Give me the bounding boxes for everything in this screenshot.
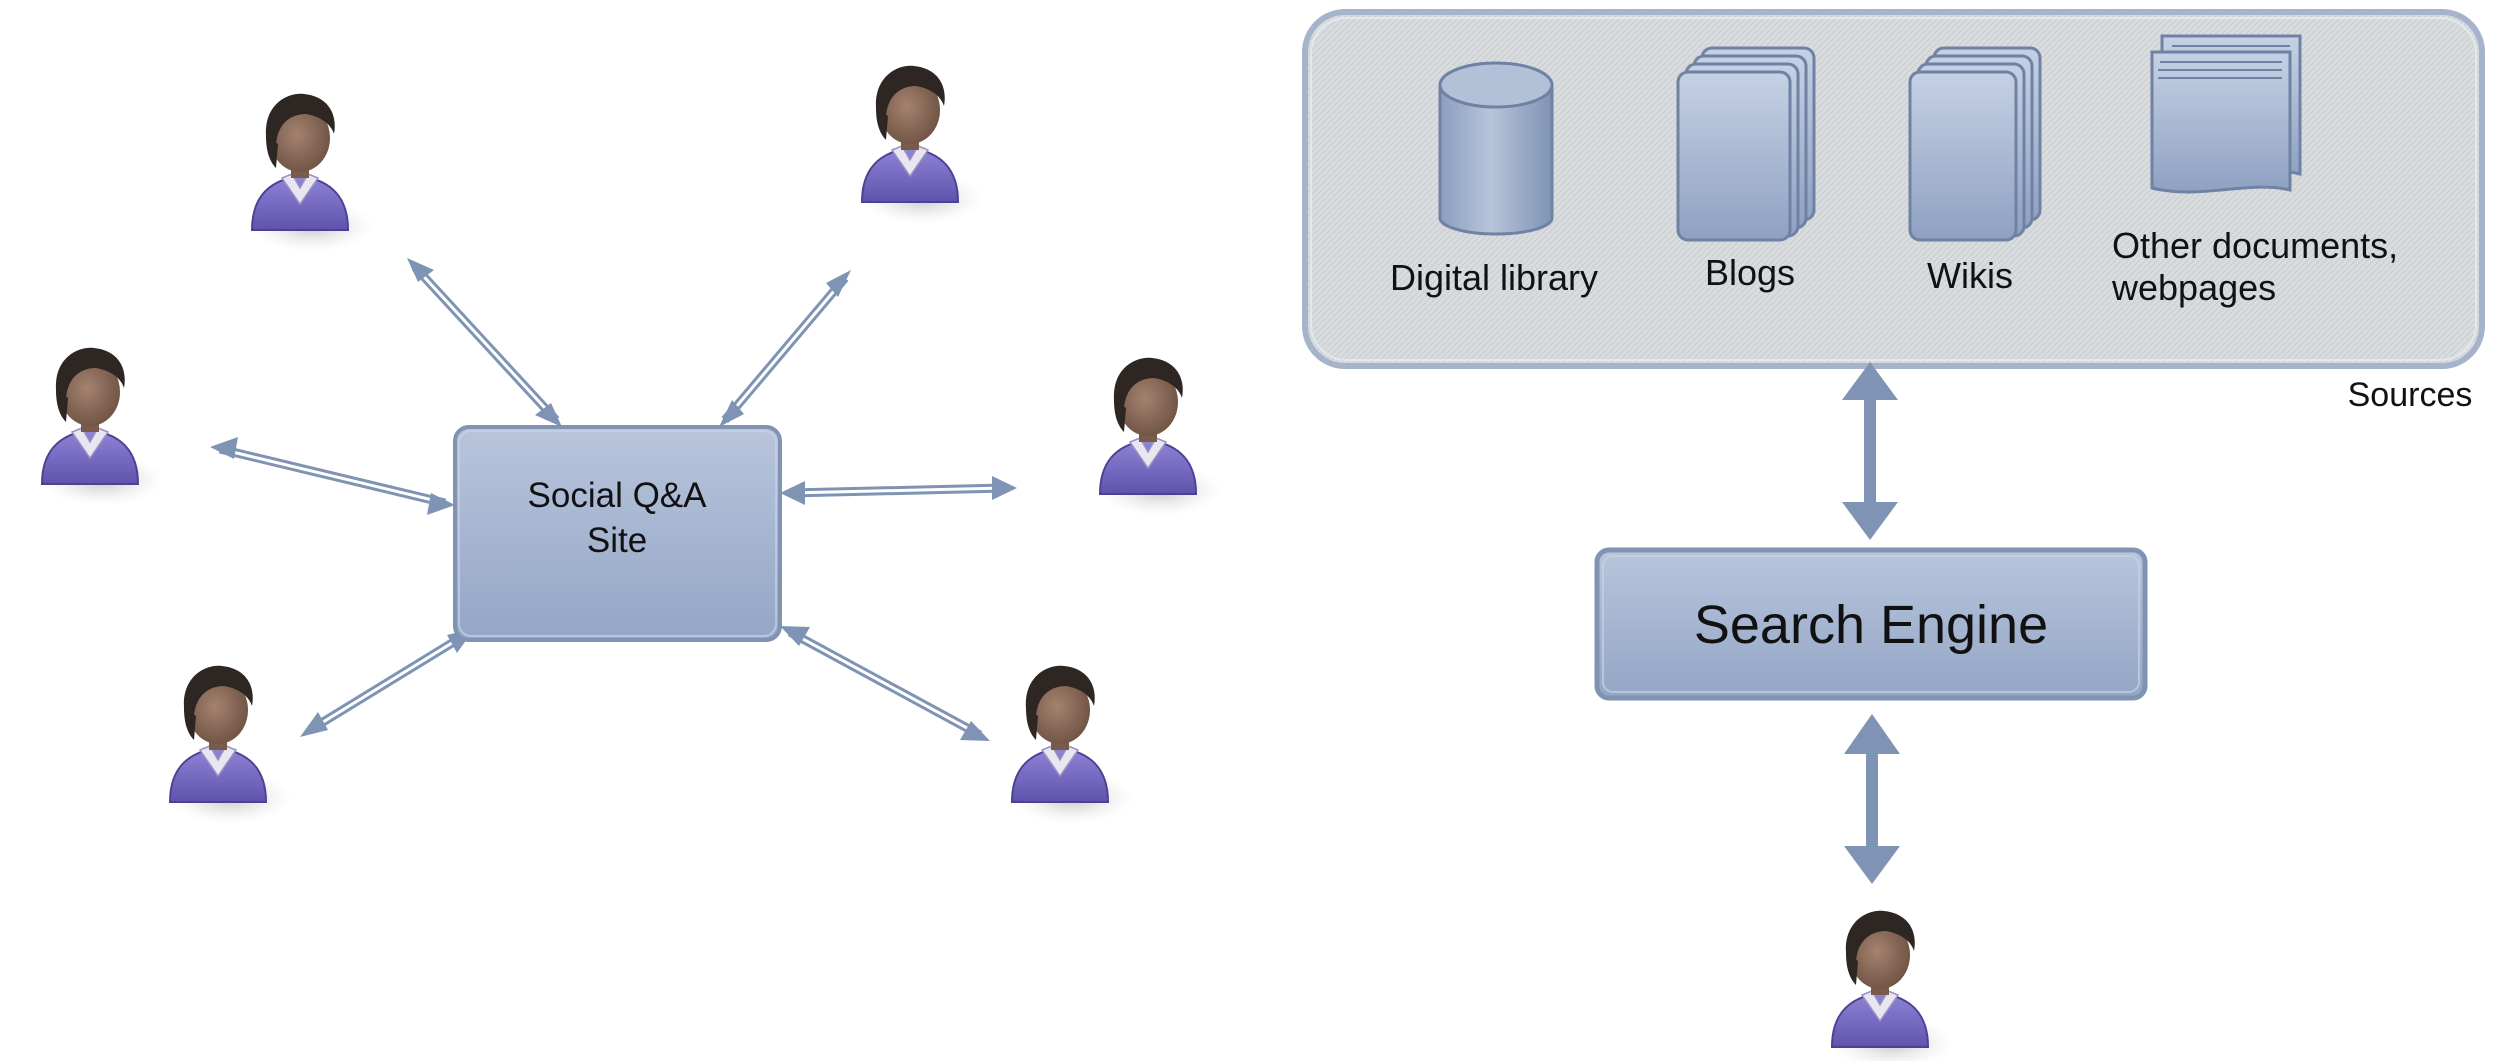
person-icon (167, 664, 293, 825)
arrow-top-right (719, 270, 851, 427)
person-icon (1009, 664, 1135, 825)
arrow-top-left (407, 258, 562, 427)
source-label-digital-library: Digital library (1390, 257, 1598, 298)
arrow-engine-user (1844, 714, 1900, 884)
sources-panel: Digital library Blogs Wikis (1302, 9, 2485, 369)
source-label-other-line2: webpages (2111, 267, 2276, 308)
source-label-wikis: Wikis (1927, 255, 2013, 296)
arrow-left (210, 437, 455, 515)
sources-caption: Sources (2348, 376, 2473, 414)
pages-stack-icon (2150, 34, 2302, 194)
source-label-blogs: Blogs (1705, 252, 1795, 293)
person-icon (249, 92, 375, 254)
person-icon (39, 346, 165, 507)
arrow-bottom-left (300, 628, 475, 737)
social-qa-label-line1: Social Q&A (528, 476, 708, 515)
database-cylinder-icon (1438, 61, 1554, 236)
person-icon (1097, 356, 1223, 517)
person-icon (859, 64, 985, 226)
social-qa-label-line2: Site (587, 521, 647, 560)
arrow-right (780, 476, 1017, 505)
search-engine-diagram: Digital library Blogs Wikis (1302, 9, 2485, 1061)
document-stack-icon (1908, 46, 2042, 242)
arrow-sources-engine (1842, 362, 1898, 540)
search-engine-label: Search Engine (1694, 595, 2048, 655)
social-qa-diagram: Social Q&A Site (39, 64, 1223, 825)
social-qa-site-node: Social Q&A Site (453, 425, 782, 642)
document-stack-icon (1676, 46, 1816, 242)
person-icon (1829, 909, 1955, 1061)
arrow-bottom-right (780, 626, 990, 741)
source-label-other-line1: Other documents, (2112, 225, 2398, 266)
search-engine-node: Search Engine (1594, 547, 2148, 701)
